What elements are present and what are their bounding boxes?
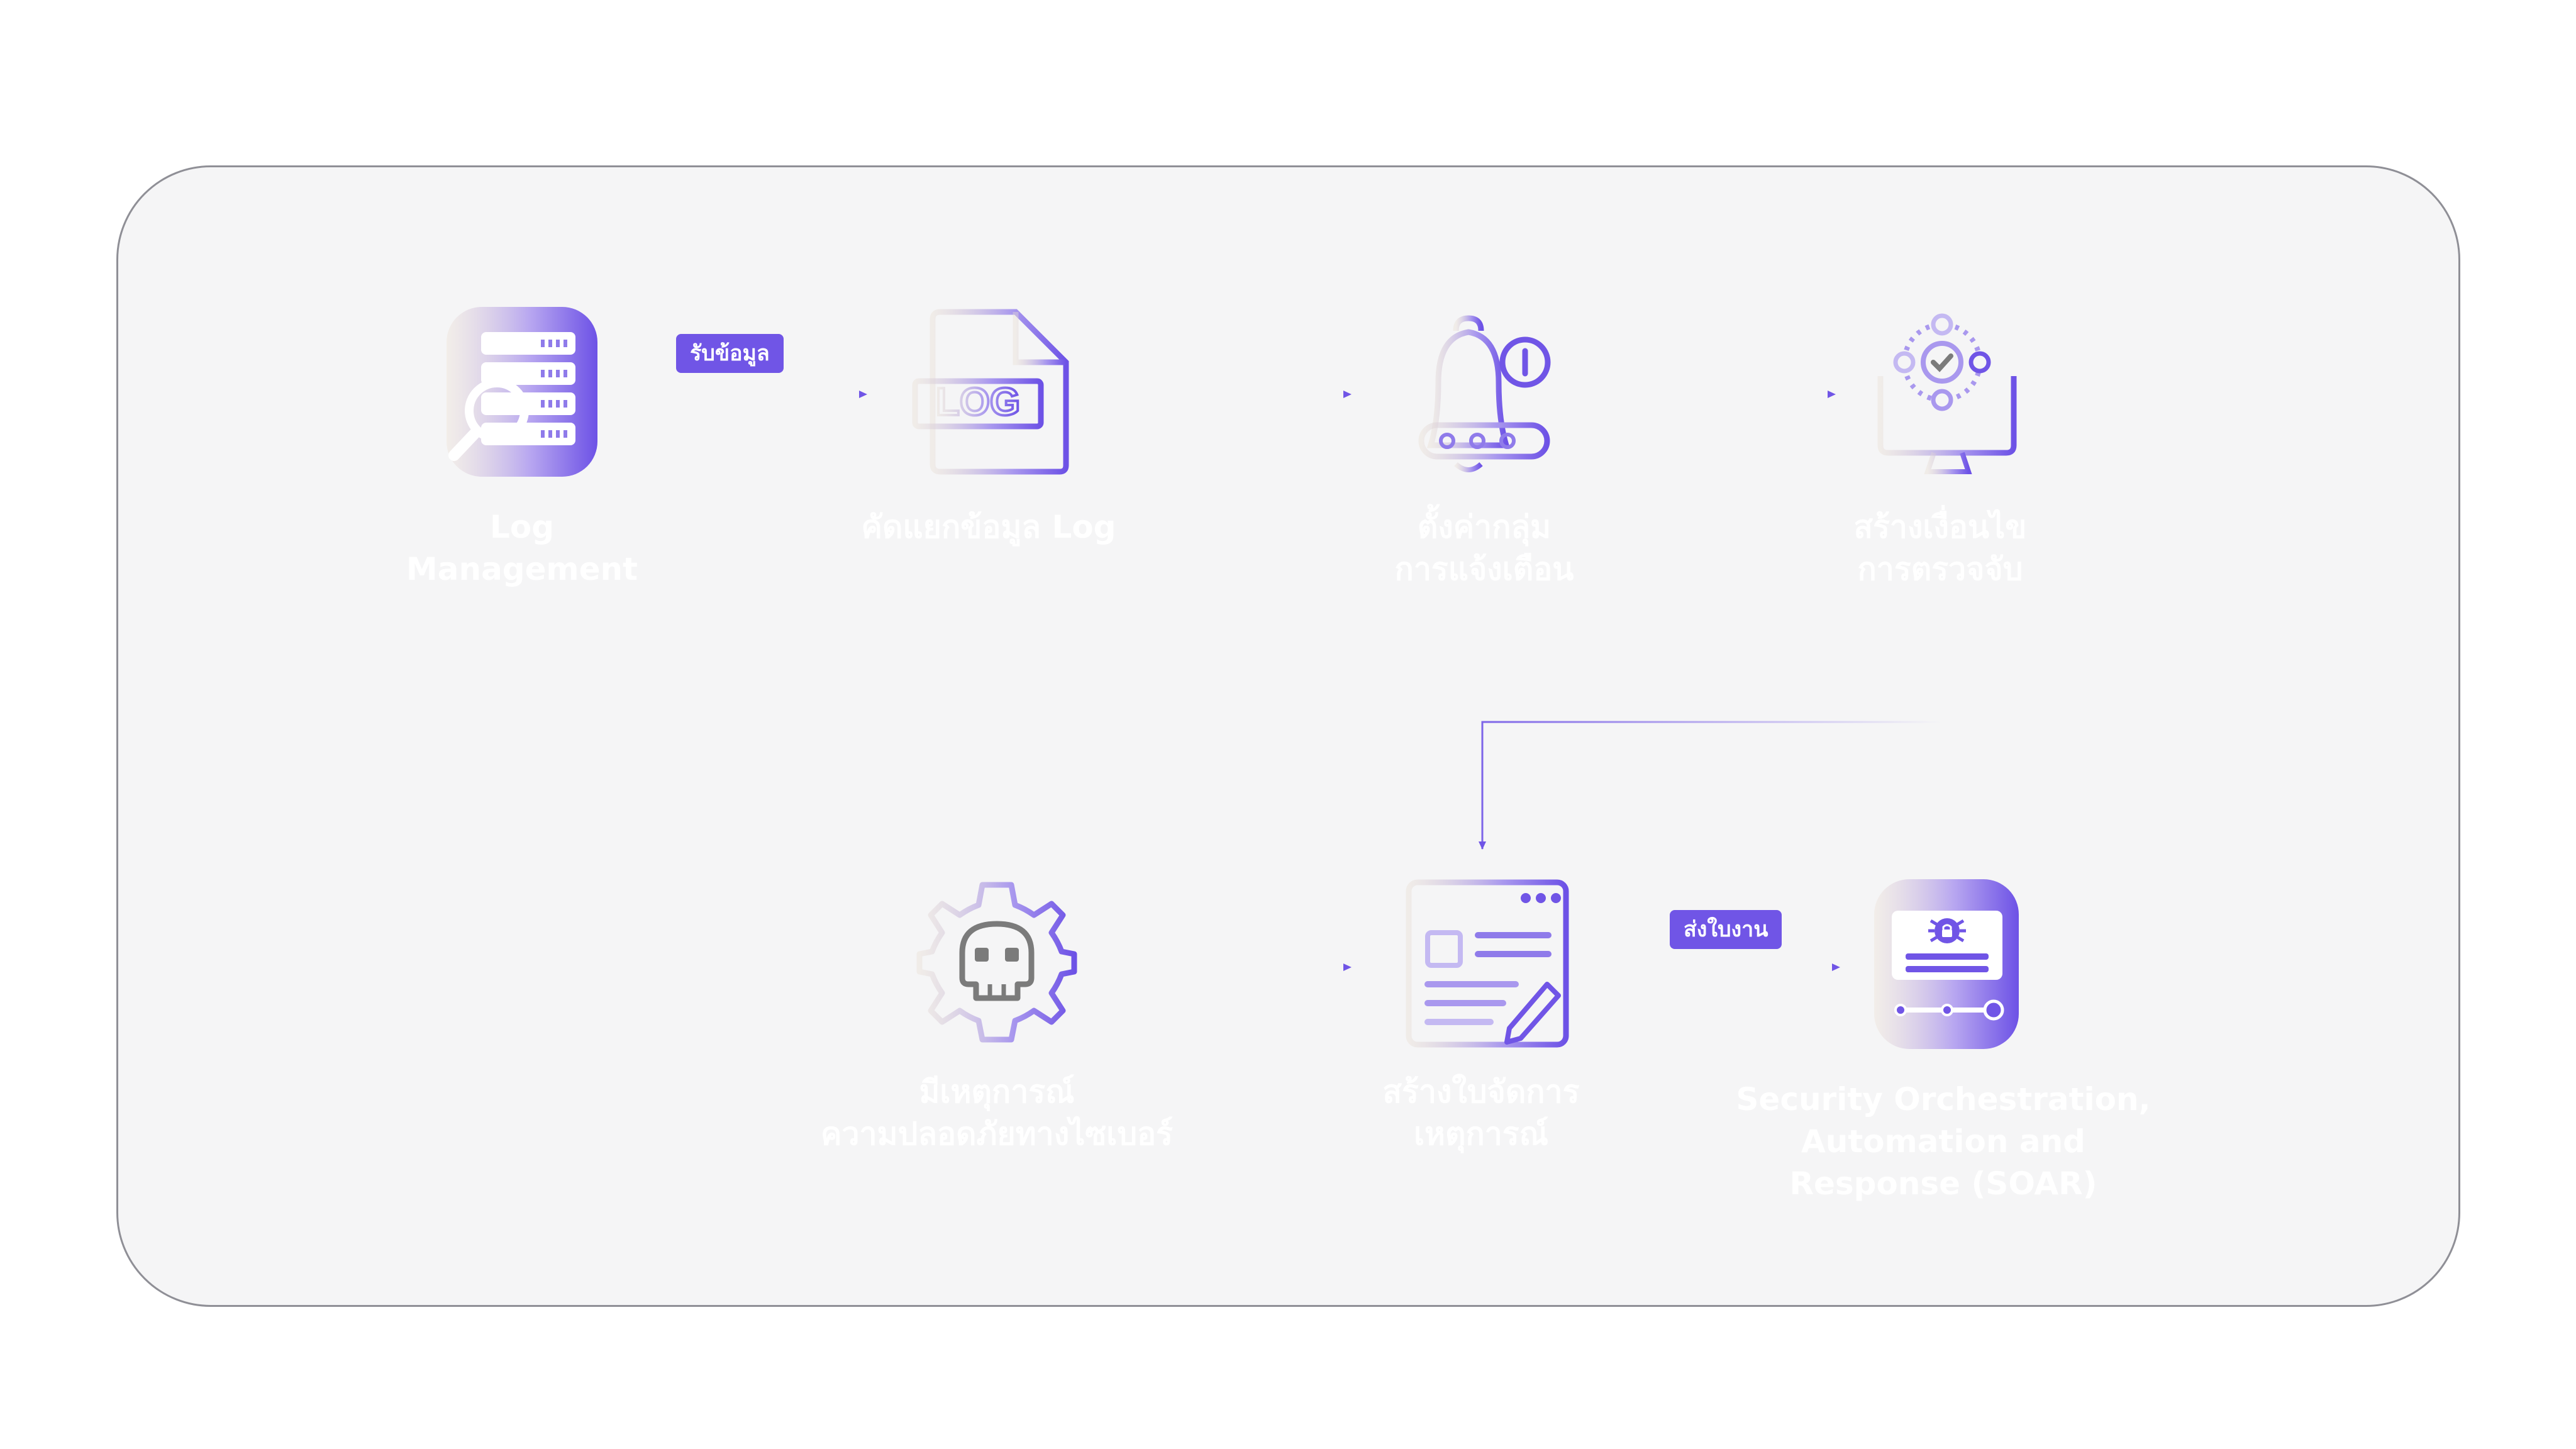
alert-bell-icon [1418,315,1551,472]
skull-gear-icon [916,882,1077,1043]
arrow-detection-to-ticket [1479,648,1942,850]
badge-receive-data: รับข้อมูล [676,334,784,373]
label-detection-conditions: สร้างเงื่อนไข การตรวจจับ [1853,509,2027,587]
label-cyber-incident: มีเหตุการณ์ ความปลอดภัยทางไซเบอร์ [821,1074,1173,1152]
monitor-check-icon [1877,313,2017,474]
database-search-icon [447,307,597,477]
label-alert-groups: ตั้งค่ากลุ่ม การแจ้งเตือน [1394,509,1574,587]
label-log-management: Log Management [406,509,638,587]
ticket-form-icon [1406,879,1569,1048]
label-incident-ticket: สร้างใบจัดการ เหตุการณ์ [1382,1074,1580,1152]
label-filter-log: คัดแยกข้อมูล Log [861,509,1116,545]
label-soar: Security Orchestration, Automation and R… [1736,1081,2151,1202]
badge-send-ticket: ส่งใบงาน [1670,910,1782,949]
soar-dashboard-icon [1874,879,2019,1049]
svg-text:LOG: LOG [936,380,1020,424]
log-file-icon: LOG [912,309,1069,475]
